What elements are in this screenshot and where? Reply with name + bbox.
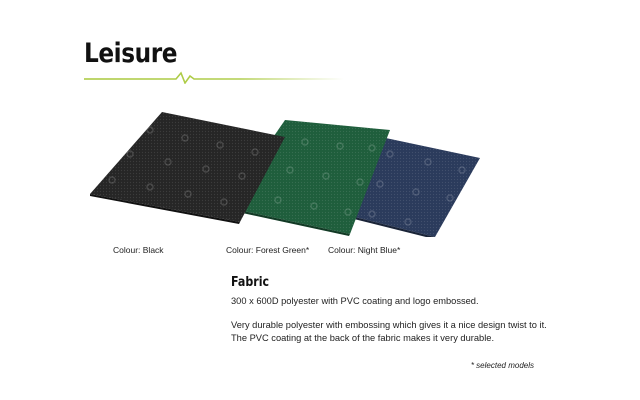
caption-black: Colour: Black [113, 245, 164, 255]
fabric-description: Very durable polyester with embossing wh… [231, 320, 547, 343]
fabric-heading: Fabric [231, 275, 270, 290]
footnote: * selected models [470, 361, 534, 370]
caption-night-blue: Colour: Night Blue* [328, 245, 401, 255]
title-underline [84, 71, 344, 84]
fabric-swatches [90, 112, 480, 237]
swatch-black [90, 112, 285, 224]
caption-forest-green: Colour: Forest Green* [226, 245, 310, 255]
embossed-logo-pattern [108, 126, 466, 226]
fabric-spec: 300 x 600D polyester with PVC coating an… [231, 296, 479, 306]
page-title: Leisure [84, 38, 178, 69]
